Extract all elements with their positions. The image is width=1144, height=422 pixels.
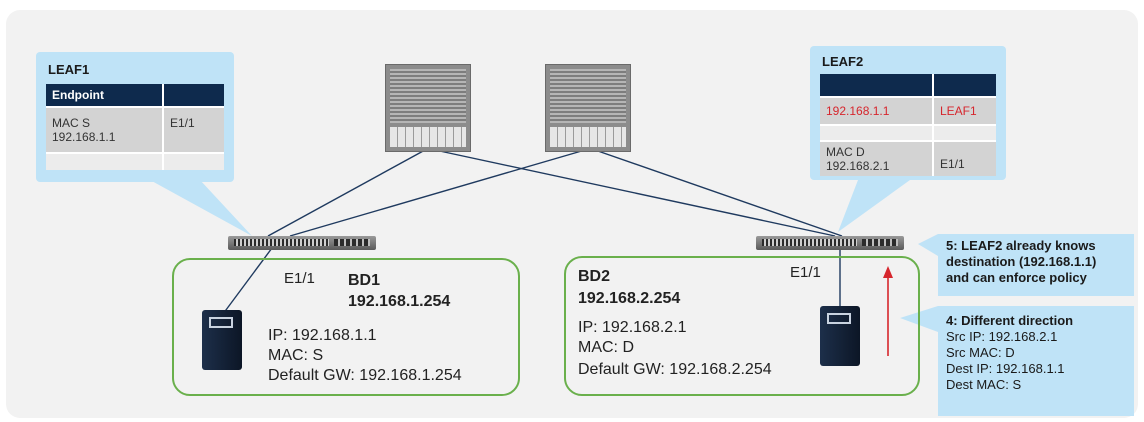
bd2-host-ip: IP: 192.168.2.1 [578, 319, 687, 336]
leaf1-callout-pointer [150, 180, 252, 236]
note5-title: 5: LEAF2 already knows [946, 238, 1096, 253]
leaf2-endpoint-table: 192.168.1.1 LEAF1 MAC D 192.168.2.1 E1/1 [820, 74, 996, 176]
spine-switch-2 [545, 64, 631, 152]
note4-line: Dest MAC: S [946, 377, 1022, 392]
bd1-host-ip: IP: 192.168.1.1 [268, 327, 377, 344]
link-spine2-leaf1 [289, 149, 586, 237]
leaf2-title: LEAF2 [822, 54, 864, 69]
bd1-gateway: 192.168.1.254 [348, 293, 451, 310]
table-cell: MAC D 192.168.2.1 [820, 140, 933, 176]
bd1-server [202, 310, 242, 370]
table-cell: LEAF1 [932, 96, 996, 125]
bd1-name: BD1 [348, 272, 381, 289]
bd2-host-mac: MAC: D [578, 339, 634, 356]
table-row: MAC S 192.168.1.1 E1/1 [46, 106, 224, 153]
note4-line: Dest IP: 192.168.1.1 [946, 361, 1065, 376]
table-header [820, 74, 933, 97]
bd1-host-mac: MAC: S [268, 347, 324, 364]
note-step5: 5: LEAF2 already knows destination (192.… [938, 234, 1134, 296]
bd2-name: BD2 [578, 268, 611, 285]
note4-line: Src MAC: D [946, 345, 1015, 360]
table-header: Endpoint [46, 84, 163, 107]
table-cell: 192.168.1.1 [820, 96, 933, 125]
note5-line: and can enforce policy [946, 270, 1087, 285]
bd1-box [172, 258, 520, 396]
note4-line: Src IP: 192.168.2.1 [946, 329, 1058, 344]
direction-arrow-head [883, 266, 893, 278]
table-header [162, 84, 224, 107]
leaf1-title: LEAF1 [48, 62, 90, 77]
table-row [46, 152, 224, 170]
bd2-host-gw: Default GW: 192.168.2.254 [578, 361, 772, 378]
bd1-host-gw: Default GW: 192.168.1.254 [268, 367, 462, 384]
spine-switch-1 [385, 64, 471, 152]
bd2-server [820, 306, 860, 366]
table-cell [820, 124, 933, 141]
leaf1-switch [228, 236, 376, 250]
link-spine1-leaf1 [267, 149, 426, 237]
bd1-port-label: E1/1 [284, 270, 315, 287]
bd2-gateway: 192.168.2.254 [578, 290, 681, 307]
leaf1-endpoint-table: Endpoint MAC S 192.168.1.1 E1/1 [46, 84, 224, 170]
bd2-box [564, 256, 920, 396]
leaf2-callout-pointer [838, 180, 910, 232]
table-cell: E1/1 [162, 106, 224, 153]
note5-line: destination (192.168.1.1) [946, 254, 1097, 269]
table-header [932, 74, 996, 97]
link-spine1-leaf2 [434, 149, 836, 237]
note5-pointer [918, 234, 938, 256]
leaf2-switch [756, 236, 904, 250]
bd2-port-label: E1/1 [790, 264, 821, 281]
link-spine2-leaf2 [594, 149, 843, 237]
note4-title: 4: Different direction [946, 313, 1074, 328]
table-cell [162, 152, 224, 170]
note-step4: 4: Different direction Src IP: 192.168.2… [938, 306, 1134, 416]
table-cell [46, 152, 163, 170]
table-cell: E1/1 [932, 140, 996, 176]
table-row: MAC D 192.168.2.1 E1/1 [820, 140, 996, 176]
table-row [820, 124, 996, 141]
table-cell: MAC S 192.168.1.1 [46, 106, 163, 153]
table-cell [932, 124, 996, 141]
table-row: 192.168.1.1 LEAF1 [820, 96, 996, 125]
